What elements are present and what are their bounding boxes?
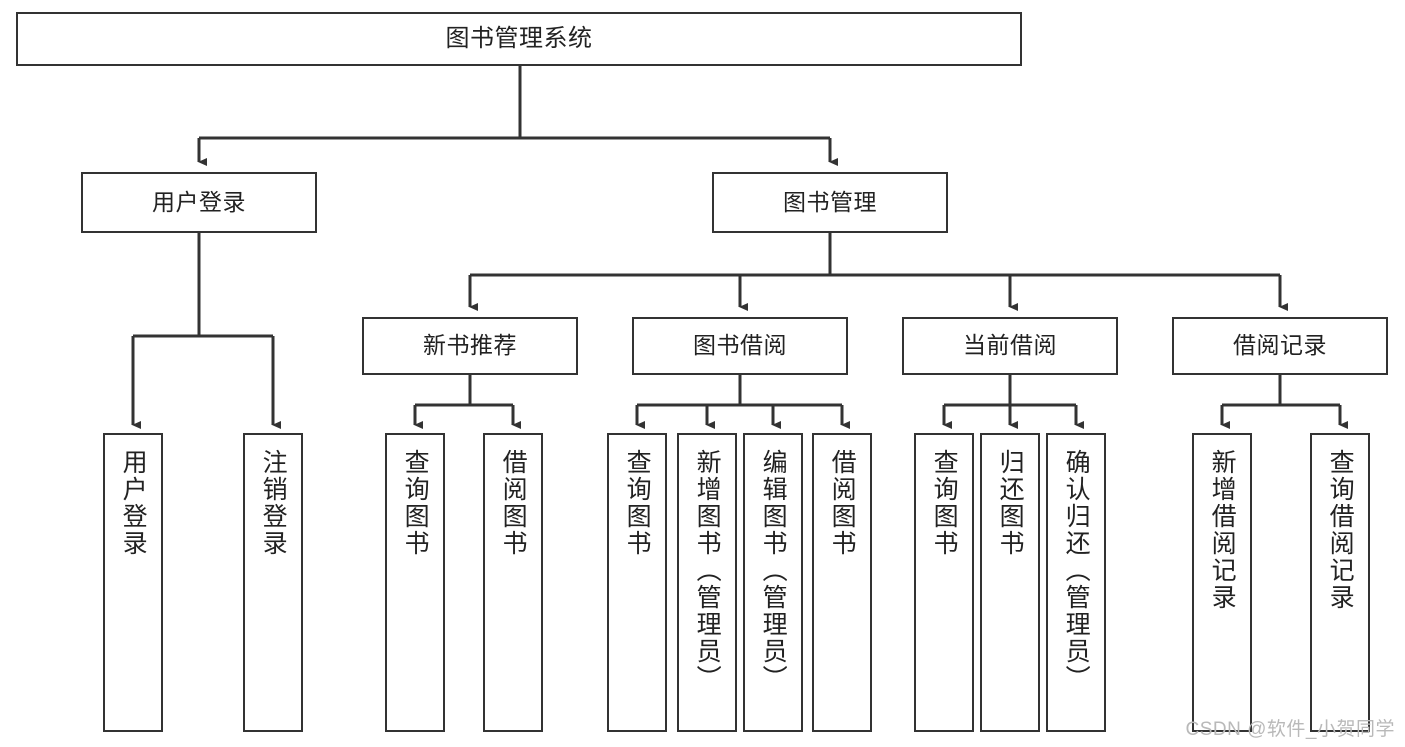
leaf-recommend-query-book[interactable]: 查询图书	[385, 433, 445, 732]
node-book-borrow[interactable]: 图书借阅	[632, 317, 848, 375]
node-label: 查询图书	[401, 449, 430, 557]
node-borrow-record[interactable]: 借阅记录	[1172, 317, 1388, 375]
node-label: 当前借阅	[963, 332, 1057, 359]
leaf-record-add-record[interactable]: 新增借阅记录	[1192, 433, 1252, 732]
leaf-current-confirm-return-admin[interactable]: 确认归还（管理员）	[1046, 433, 1106, 732]
node-label: 借阅记录	[1233, 332, 1327, 359]
leaf-current-query-book[interactable]: 查询图书	[914, 433, 974, 732]
node-current-borrow[interactable]: 当前借阅	[902, 317, 1118, 375]
node-label: 新增借阅记录	[1208, 449, 1237, 611]
node-label: 用户登录	[152, 188, 246, 215]
node-root-library-system[interactable]: 图书管理系统	[16, 12, 1022, 66]
node-label: 图书借阅	[693, 332, 787, 359]
node-label: 查询借阅记录	[1326, 449, 1355, 611]
node-label: 确认归还（管理员）	[1062, 449, 1091, 692]
node-label: 查询图书	[623, 449, 652, 557]
node-label: 归还图书	[996, 449, 1025, 557]
leaf-borrow-edit-book-admin[interactable]: 编辑图书（管理员）	[743, 433, 803, 732]
node-label: 注销登录	[259, 449, 288, 557]
node-user-login[interactable]: 用户登录	[81, 172, 317, 233]
leaf-record-query-record[interactable]: 查询借阅记录	[1310, 433, 1370, 732]
leaf-borrow-add-book-admin[interactable]: 新增图书（管理员）	[677, 433, 737, 732]
watermark: CSDN @软件_小贺同学	[1185, 719, 1395, 740]
node-new-book-recommend[interactable]: 新书推荐	[362, 317, 578, 375]
leaf-borrow-borrow-book[interactable]: 借阅图书	[812, 433, 872, 732]
node-book-management[interactable]: 图书管理	[712, 172, 948, 233]
leaf-user-login-logout[interactable]: 注销登录	[243, 433, 303, 732]
node-label: 查询图书	[930, 449, 959, 557]
node-label: 图书管理	[783, 188, 877, 215]
node-label: 借阅图书	[828, 449, 857, 557]
node-label: 借阅图书	[499, 449, 528, 557]
leaf-borrow-query-book[interactable]: 查询图书	[607, 433, 667, 732]
leaf-current-return-book[interactable]: 归还图书	[980, 433, 1040, 732]
node-label: 图书管理系统	[445, 24, 593, 52]
leaf-user-login-login[interactable]: 用户登录	[103, 433, 163, 732]
node-label: 编辑图书（管理员）	[759, 449, 788, 692]
node-label: 用户登录	[119, 449, 148, 557]
node-label: 新书推荐	[423, 332, 517, 359]
node-label: 新增图书（管理员）	[693, 449, 722, 692]
leaf-recommend-borrow-book[interactable]: 借阅图书	[483, 433, 543, 732]
